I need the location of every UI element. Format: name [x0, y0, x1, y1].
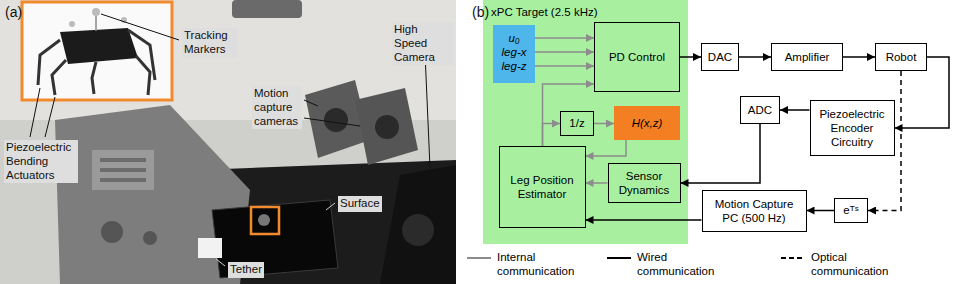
- box-label: ADC: [748, 103, 772, 117]
- legend-line: [780, 252, 806, 264]
- box-label: Motion Capture PC (500 Hz): [706, 197, 803, 225]
- box-label: Robot: [886, 50, 917, 64]
- legend-line-sample: [781, 257, 805, 259]
- robot-body: [60, 28, 138, 64]
- legend-line-sample: [467, 257, 491, 259]
- robot-leg: [38, 40, 60, 85]
- box-label: eᵀˢ: [843, 203, 858, 217]
- signal-arrow: [586, 219, 702, 221]
- legend-line: [466, 252, 492, 264]
- left-camera-body: [55, 105, 250, 284]
- box-label: 1/z: [569, 116, 584, 130]
- box-label: DAC: [708, 50, 732, 64]
- legend-item: Wired communication: [606, 250, 725, 278]
- signal-arrow: [535, 51, 594, 53]
- robot-leg: [136, 56, 150, 95]
- signal-arrow: [843, 56, 875, 58]
- box-label: Piezoelectric Encoder Circuitry: [814, 107, 891, 149]
- robot-leg: [52, 60, 66, 95]
- surface: [212, 200, 338, 278]
- callout-label: Tracking Markers: [182, 28, 238, 58]
- left-camera-panel: [92, 150, 154, 190]
- high-speed-camera: [380, 165, 456, 284]
- leader-line: [45, 97, 55, 137]
- mocap-lens: [375, 115, 399, 139]
- leader-line: [304, 100, 318, 106]
- panel-letter: (b): [470, 3, 491, 22]
- left-camera-grille: [100, 168, 146, 172]
- signal-arrow: [681, 124, 761, 183]
- callout-label: Piezoelectric Bending Actuators: [4, 140, 78, 183]
- callout-label: Tether: [228, 262, 264, 278]
- signal-arrow: [586, 182, 608, 184]
- target-panel: xPC Target (2.5 kHz) u₀leg-xleg-z PD Contr…: [483, 0, 688, 244]
- process-box: Leg Position Estimator: [499, 146, 586, 228]
- leader-line: [304, 118, 360, 126]
- legend-line: [606, 252, 632, 264]
- leader-line: [425, 53, 430, 168]
- robot-leg: [92, 62, 96, 94]
- box-label: PD Control: [609, 50, 665, 64]
- wall: [0, 0, 456, 284]
- tracking-marker: [69, 21, 75, 27]
- input-box: u₀leg-xleg-z: [493, 25, 535, 83]
- left-camera-knob: [143, 231, 157, 245]
- callout-label: High Speed Camera: [392, 22, 454, 65]
- signal-arrow: [807, 210, 835, 212]
- process-box: PD Control: [594, 22, 680, 92]
- box-label: H(x,z): [632, 116, 663, 130]
- legend-text: Wired communication: [637, 250, 725, 278]
- box-label: Leg Position Estimator: [503, 173, 582, 201]
- legend-text: Internal communication: [497, 250, 585, 278]
- leader-line: [216, 259, 225, 266]
- process-box: Motion Capture PC (500 Hz): [702, 190, 807, 232]
- delay-box: 1/z: [560, 111, 594, 136]
- signal-arrow: [680, 56, 701, 58]
- panel-title: xPC Target (2.5 kHz): [491, 5, 680, 19]
- legend-item: Optical communication: [780, 250, 899, 278]
- box-label: leg-z: [502, 59, 527, 73]
- callout-label: Motion capture cameras: [252, 86, 302, 129]
- process-box: Amplifier: [771, 43, 843, 71]
- left-camera-grille: [100, 178, 146, 182]
- function-box: H(x,z): [614, 106, 680, 140]
- mocap-camera: [355, 88, 418, 165]
- process-box: Robot: [875, 43, 927, 71]
- robot-small: [258, 214, 270, 226]
- signal-arrow: [535, 37, 594, 39]
- process-box: Sensor Dynamics: [608, 163, 681, 203]
- marker-stem: [95, 16, 97, 31]
- legend-text: Optical communication: [811, 250, 899, 278]
- tracking-marker: [92, 8, 100, 16]
- box-label: Amplifier: [785, 50, 830, 64]
- box-label: u₀: [508, 31, 519, 45]
- delay-box: eᵀˢ: [834, 198, 868, 223]
- callout-label: Surface: [338, 196, 382, 212]
- ceiling-camera: [232, 0, 302, 18]
- tether-block: [198, 238, 222, 258]
- leader-line: [326, 203, 335, 210]
- high-speed-lens: [402, 214, 434, 246]
- legend-line-sample: [607, 257, 631, 259]
- inset-frame: [22, 2, 172, 100]
- signal-arrow: [535, 65, 594, 67]
- robot-highlight: [251, 207, 279, 234]
- box-label: leg-x: [502, 45, 527, 59]
- leader-line: [30, 88, 40, 137]
- signal-arrow: [594, 123, 614, 125]
- left-camera-knob: [101, 221, 123, 243]
- process-box: DAC: [701, 43, 739, 71]
- signal-arrow: [780, 109, 810, 111]
- left-camera-grille: [100, 158, 146, 162]
- box-label: Sensor Dynamics: [612, 169, 677, 197]
- process-box: Piezoelectric Encoder Circuitry: [810, 100, 895, 156]
- leader-line: [101, 14, 179, 40]
- process-box: ADC: [740, 96, 780, 124]
- signal-arrow: [739, 56, 771, 58]
- legend-item: Internal communication: [466, 250, 585, 278]
- mocap-lens: [324, 108, 348, 132]
- panel-letter: (a): [3, 3, 24, 22]
